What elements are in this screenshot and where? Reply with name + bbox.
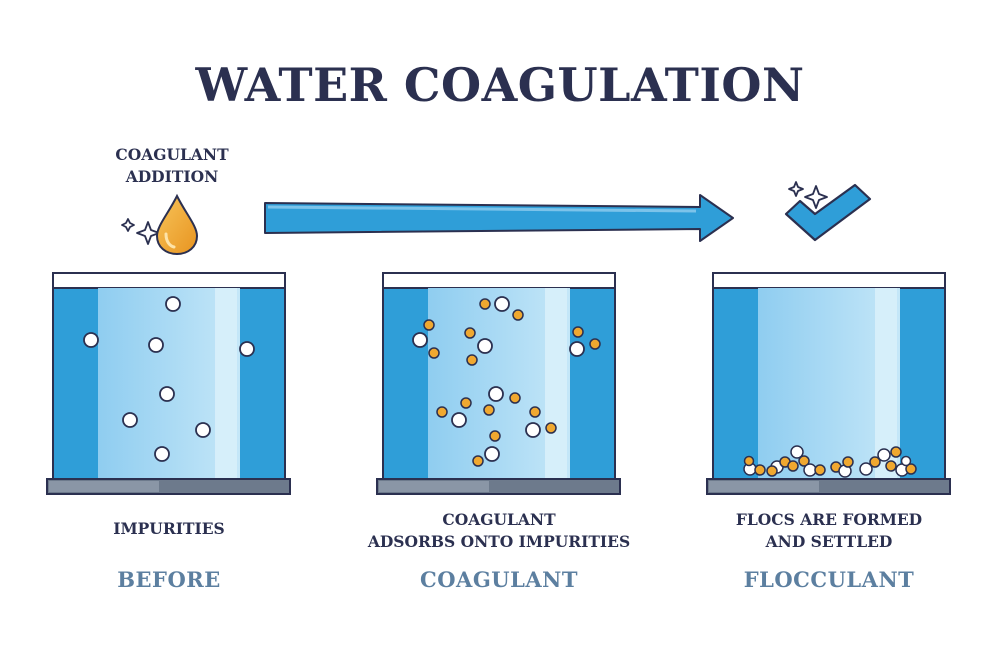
caption-flocculant-line-1: FLOCS ARE FORMED <box>735 510 923 529</box>
caption-before: IMPURITIES <box>69 518 269 540</box>
droplet-icon <box>155 193 199 256</box>
tank-coagulant <box>376 272 621 495</box>
coagulant-addition-label: COAGULANT ADDITION <box>92 144 252 188</box>
impurity-particles <box>412 296 585 462</box>
sparkle-icon <box>788 181 828 209</box>
impurity-particles <box>83 296 255 462</box>
caption-coagulant-line-1: COAGULANT <box>442 510 556 529</box>
tank-flocculant <box>706 272 951 495</box>
caption-before-line-1: IMPURITIES <box>113 519 225 538</box>
coagulant-addition-line-1: COAGULANT <box>115 145 229 164</box>
checkmark-icon <box>784 183 872 242</box>
caption-coagulant: COAGULANT ADSORBS ONTO IMPURITIES <box>349 509 649 553</box>
arrow-icon <box>264 194 734 242</box>
stage-label-flocculant: FLOCCULANT <box>743 567 915 592</box>
coagulant-addition-line-2: ADDITION <box>125 167 219 186</box>
caption-coagulant-line-2: ADSORBS ONTO IMPURITIES <box>367 532 631 551</box>
caption-flocculant: FLOCS ARE FORMED AND SETTLED <box>709 509 949 553</box>
sparkle-icon <box>121 218 160 245</box>
stage-label-before: BEFORE <box>117 567 221 592</box>
settled-flocs <box>743 445 917 478</box>
tank-before <box>46 272 291 495</box>
stage-label-coagulant: COAGULANT <box>420 567 578 592</box>
diagram-title: WATER COAGULATION <box>195 58 805 112</box>
caption-flocculant-line-2: AND SETTLED <box>765 532 893 551</box>
coagulant-particles <box>423 298 601 467</box>
